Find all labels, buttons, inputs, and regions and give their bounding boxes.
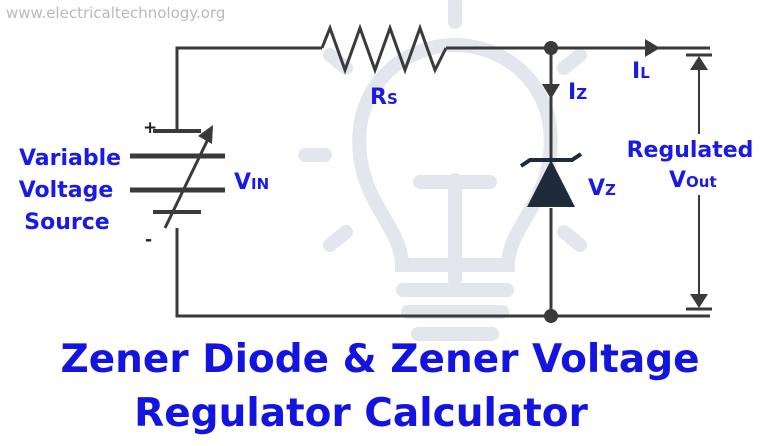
output-voltage-marker [686, 53, 712, 311]
il-label: IL [632, 59, 650, 84]
vout-label: VOut [669, 168, 717, 193]
title-line1: Zener Diode & Zener Voltage [60, 337, 699, 382]
watermark-url: www.electricaltechnology.org [6, 4, 225, 22]
source-label-line3: Source [24, 210, 109, 235]
iz-label: IZ [568, 80, 587, 105]
vin-label: VIN [234, 170, 269, 195]
polarity-plus: + [143, 118, 157, 138]
source-label-line2: Voltage [19, 178, 114, 203]
variable-battery-icon [130, 125, 225, 229]
vz-label: VZ [588, 176, 616, 201]
load-current-arrow-icon [645, 39, 660, 57]
zener-diode-icon [519, 152, 583, 207]
junction-dot-top [544, 41, 558, 55]
junction-dot-bottom [544, 309, 558, 323]
source-label-line1: Variable [19, 146, 121, 171]
regulated-label: Regulated [627, 138, 754, 163]
rs-label: RS [370, 85, 398, 110]
resistor-icon [320, 23, 448, 75]
zener-current-arrow-icon [542, 84, 560, 99]
circuit-wires [175, 46, 710, 318]
title-line2: Regulator Calculator [134, 391, 588, 436]
polarity-minus: - [145, 230, 152, 250]
